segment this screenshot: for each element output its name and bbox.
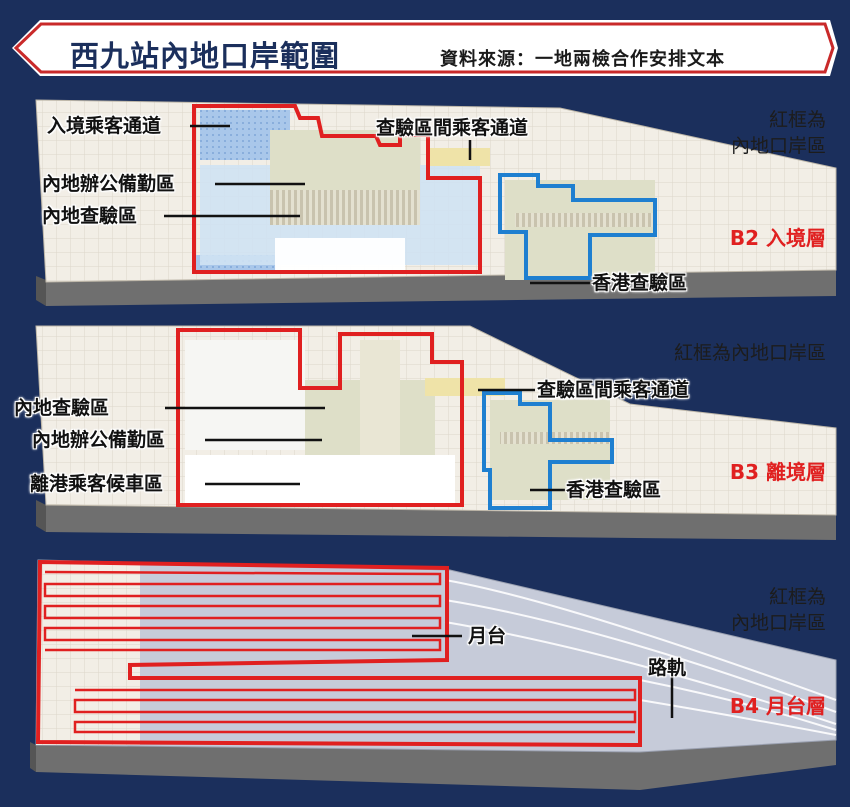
b3-mainland-boundary: [176, 328, 464, 507]
b2-hk-boundary: [498, 173, 657, 280]
b3-level-label: B3 離境層: [729, 460, 826, 484]
b3-hk-boundary: [482, 391, 614, 510]
b3-label-office-area: 內地辦公備勤區: [32, 429, 166, 451]
b4-platform-stripes: [43, 570, 637, 734]
b3-label-inter-zone-corridor: 查驗區間乘客通道: [537, 379, 690, 401]
b4-label-platform: 月台: [468, 625, 507, 647]
title-banner: [12, 20, 838, 76]
b4-leader-lines: [412, 634, 674, 718]
b4-tracks: [444, 579, 837, 736]
b4-note-line1: 紅框為: [768, 586, 826, 608]
b3-label-hk-inspection: 香港查驗區: [566, 479, 662, 501]
b3-leader-lines: [165, 388, 565, 492]
b4-mainland-boundary: [35, 559, 642, 748]
b4-label-tracks: 路軌: [648, 657, 687, 679]
b4-note-line2: 內地口岸區: [730, 612, 826, 634]
b2-note: 紅框為 內地口岸區: [731, 107, 826, 159]
b3-note: 紅框為內地口岸區: [673, 342, 826, 364]
b2-note-line2: 內地口岸區: [730, 135, 826, 157]
b2-label-office-area: 內地辦公備勤區: [42, 173, 176, 195]
b2-leader-lines: [164, 124, 590, 285]
b2-label-hk-inspection: 香港查驗區: [592, 272, 688, 294]
b3-label-mainland-inspection: 內地查驗區: [14, 397, 110, 419]
source-credit: 資料來源：一地兩檢合作安排文本: [440, 49, 725, 70]
b4-floor-plate: [30, 559, 837, 790]
b2-label-arrival-corridor: 入境乘客通道: [47, 115, 162, 137]
b2-mainland-boundary: [192, 104, 482, 274]
b2-level-label: B2 入境層: [729, 226, 826, 250]
b4-note: 紅框為 內地口岸區: [731, 584, 826, 636]
b3-label-waiting-area: 離港乘客候車區: [30, 473, 164, 495]
b2-label-inter-zone-corridor: 查驗區間乘客通道: [376, 117, 529, 139]
page-title: 西九站內地口岸範圍: [70, 39, 341, 73]
b2-label-mainland-inspection: 內地查驗區: [42, 205, 138, 227]
b2-note-line1: 紅框為: [768, 109, 826, 131]
b4-level-label: B4 月台層: [729, 694, 826, 718]
